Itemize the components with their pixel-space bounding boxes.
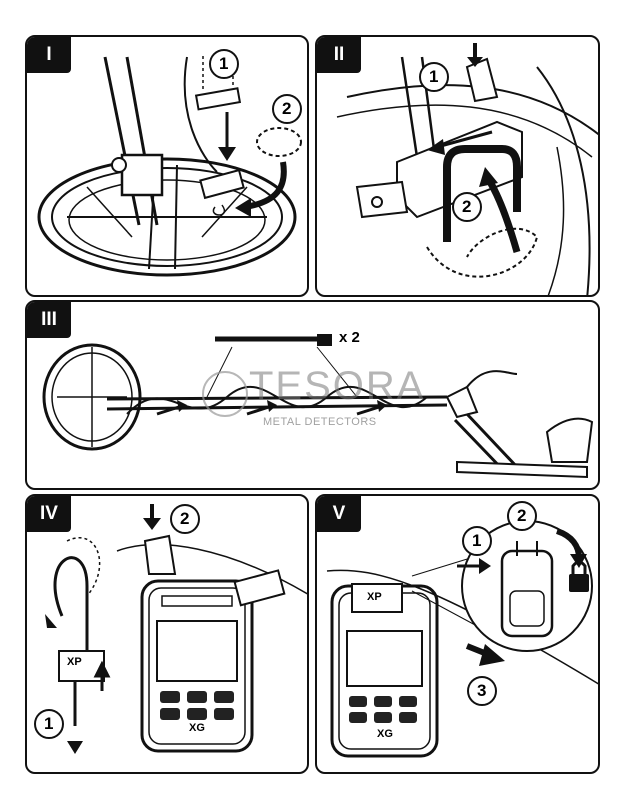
remote-clip-illustration xyxy=(34,504,307,754)
step-2-icon xyxy=(170,504,200,534)
model-logo: XG xyxy=(377,728,393,740)
watermark-brand: TESORA xyxy=(249,364,426,408)
panel-label-5: V xyxy=(317,496,361,532)
lock-clip-illustration xyxy=(326,501,598,758)
watermark-subtitle: METAL DETECTORS xyxy=(263,416,377,428)
step-1-icon xyxy=(34,709,64,739)
model-logo: XG xyxy=(189,722,205,734)
screen xyxy=(156,620,238,682)
panel-1: I 1 2 xyxy=(25,35,309,297)
step-number: 1 xyxy=(429,67,439,86)
coil-attach-illustration xyxy=(37,49,302,277)
clip-insert-illustration xyxy=(336,43,598,295)
clip-quantity: x 2 xyxy=(339,329,360,346)
step-1-icon xyxy=(209,49,239,79)
step-3-icon xyxy=(467,676,497,706)
step-1-icon xyxy=(462,526,492,556)
step-number: 2 xyxy=(517,506,527,525)
panel-3: III x 2 TESORA METAL DETECTORS xyxy=(25,300,600,490)
panel-4: IV 2 1 XG XP xyxy=(25,494,309,774)
panel-label-2: II xyxy=(317,37,361,73)
panel-label-1: I xyxy=(27,37,71,73)
step-number: 1 xyxy=(472,531,482,550)
step-number: 2 xyxy=(180,509,190,528)
panel-2: II 1 2 xyxy=(315,35,600,297)
step-number: 2 xyxy=(462,197,472,216)
step-number: 1 xyxy=(219,54,229,73)
panel-label-4: IV xyxy=(27,496,71,532)
step-2-icon xyxy=(272,94,302,124)
lock-icon xyxy=(569,560,589,592)
step-1-icon xyxy=(419,62,449,92)
panel-5: V xyxy=(315,494,600,774)
panel-label-3: III xyxy=(27,302,71,338)
step-2-icon xyxy=(452,192,482,222)
step-number: 1 xyxy=(44,714,54,733)
watermark-emblem xyxy=(202,371,248,417)
step-number: 3 xyxy=(477,681,487,700)
screen xyxy=(346,630,423,687)
cable-wrap-illustration xyxy=(42,334,594,479)
step-number: 2 xyxy=(282,99,292,118)
brand-logo: XP xyxy=(67,656,82,668)
search-coil xyxy=(37,157,297,277)
brand-logo: XP xyxy=(367,591,382,603)
step-2-icon xyxy=(507,501,537,531)
